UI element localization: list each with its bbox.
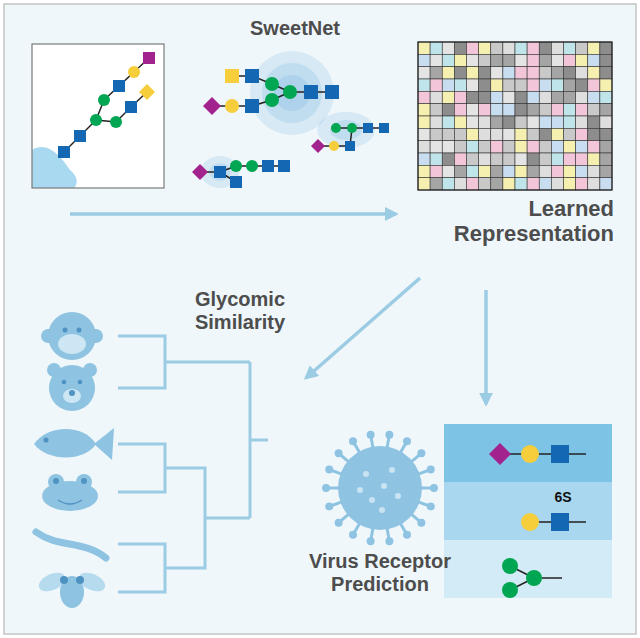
attention-halo [262, 63, 322, 123]
monosaccharide-symbol [192, 164, 208, 180]
monosaccharide-symbol [110, 116, 122, 128]
monosaccharide-symbol [551, 445, 569, 463]
flow-arrow [306, 278, 420, 378]
dendrogram-branch [118, 336, 165, 388]
dendrogram-branch [165, 361, 250, 364]
monosaccharide-symbol [125, 101, 137, 113]
dendrogram-branch [118, 444, 165, 492]
representation-matrix [418, 42, 612, 190]
monosaccharide-symbol [230, 176, 242, 188]
monosaccharide-symbol [113, 80, 125, 92]
monosaccharide-symbol [225, 99, 239, 113]
background-panel [4, 4, 636, 634]
monosaccharide-symbol [379, 123, 389, 133]
monosaccharide-symbol [139, 84, 155, 100]
glycan-box [32, 44, 164, 190]
receptor-bands [444, 424, 612, 598]
monosaccharide-symbol [329, 141, 339, 151]
monosaccharide-symbol [347, 123, 357, 133]
monosaccharide-symbol [502, 582, 518, 598]
monosaccharide-symbol [143, 52, 155, 64]
monosaccharide-symbol [265, 77, 279, 91]
dendrogram-branch [205, 517, 250, 520]
monosaccharide-symbol [521, 445, 539, 463]
stage-label: Glycomic Similarity [180, 288, 300, 334]
monosaccharide-symbol [331, 123, 341, 133]
monosaccharide-symbol [214, 166, 226, 178]
monosaccharide-symbol [551, 513, 569, 531]
monosaccharide-symbol [363, 123, 373, 133]
monosaccharide-symbol [526, 570, 542, 586]
monosaccharide-symbol [98, 94, 110, 106]
dendrogram-branch [165, 468, 205, 568]
monosaccharide-symbol [58, 146, 70, 158]
stage-label: Virus Receptor Prediction [288, 550, 472, 596]
attention-halo [330, 120, 362, 140]
monosaccharide-symbol [128, 66, 140, 78]
monosaccharide-symbol [245, 99, 259, 113]
monosaccharide-symbol [311, 139, 325, 153]
stage-label: Learned Representation [410, 196, 614, 247]
monosaccharide-symbol [278, 160, 290, 172]
monosaccharide-symbol [203, 97, 221, 115]
monosaccharide-symbol [246, 160, 258, 172]
flow-arrow [484, 290, 488, 404]
dendrogram-branch [118, 544, 165, 592]
monosaccharide-symbol [283, 85, 297, 99]
method-title: SweetNet [240, 17, 350, 40]
monosaccharide-symbol [262, 160, 274, 172]
modification-label: 6S [548, 489, 578, 505]
monosaccharide-symbol [90, 114, 102, 126]
dendrogram-branch [250, 439, 268, 442]
monosaccharide-symbol [502, 558, 518, 574]
monosaccharide-symbol [325, 85, 339, 99]
monosaccharide-symbol [304, 85, 318, 99]
monosaccharide-symbol [74, 130, 86, 142]
monosaccharide-symbol [489, 443, 511, 465]
flow-arrow [70, 212, 396, 216]
monosaccharide-symbol [521, 513, 539, 531]
monosaccharide-symbol [265, 93, 279, 107]
virus-icon [322, 431, 438, 545]
monosaccharide-symbol [345, 141, 355, 151]
monosaccharide-symbol [225, 69, 239, 83]
sweetnet-glycans [192, 51, 389, 188]
cell-surface [32, 147, 77, 188]
organism-icons [34, 312, 114, 608]
monosaccharide-symbol [245, 69, 259, 83]
monosaccharide-symbol [230, 160, 242, 172]
